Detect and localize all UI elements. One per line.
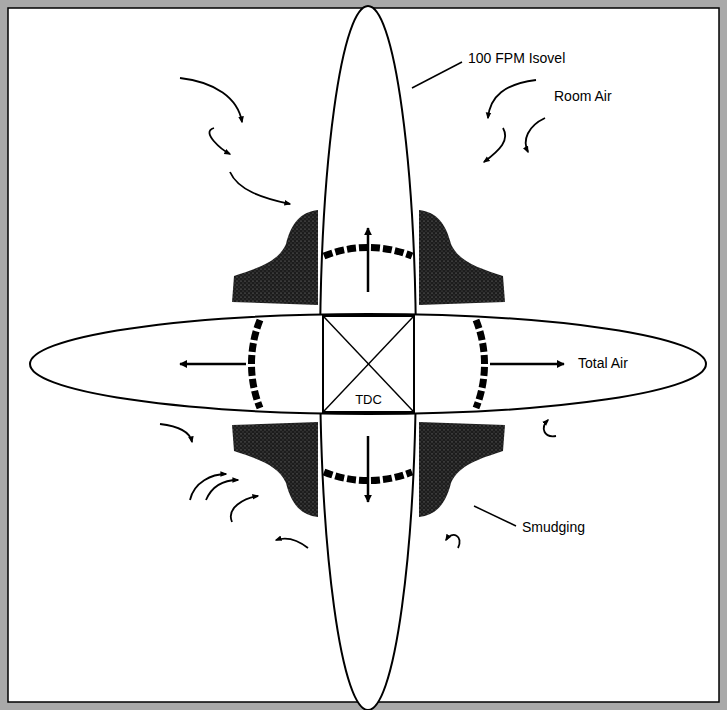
total-air-label: Total Air <box>576 355 630 371</box>
isovel-vertical <box>320 6 416 710</box>
diffuser-label: TDC <box>324 392 413 407</box>
air-arrow <box>180 228 564 502</box>
isovel-horizontal <box>30 314 706 414</box>
leader-line <box>412 62 516 526</box>
isovel-label: 100 FPM Isovel <box>466 50 567 66</box>
smudging-label: Smudging <box>520 519 587 535</box>
room-air-arrow <box>160 78 556 548</box>
room-air-label: Room Air <box>552 88 614 104</box>
diffuser-box: TDC <box>322 315 415 413</box>
